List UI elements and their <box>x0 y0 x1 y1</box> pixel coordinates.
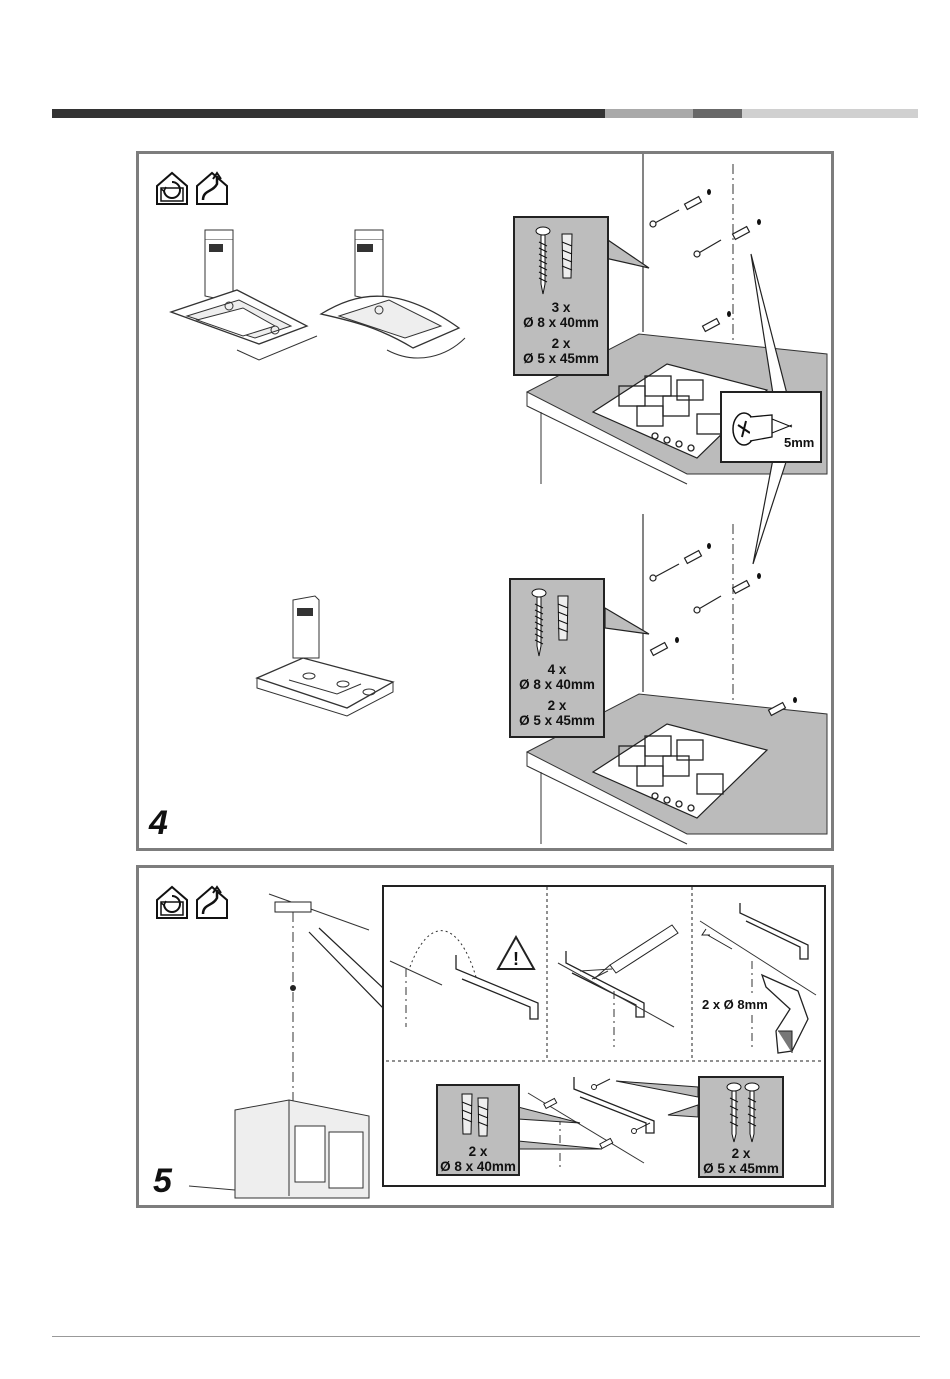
spec-bottom-qty-screws: 2 x <box>511 698 603 713</box>
drilling-detail <box>696 891 826 1061</box>
footer-rule <box>52 1336 920 1337</box>
screws-icon <box>724 1082 764 1144</box>
fixing-spec-box-bottom: 4 x Ø 8 x 40mm 2 x Ø 5 x 45mm <box>509 578 605 738</box>
spec-top-qty-screws: 2 x <box>515 336 607 351</box>
spec-top-size-screws: Ø 5 x 45mm <box>515 351 607 366</box>
screw-icon <box>531 588 547 658</box>
fixing-spec-plugs: 2 x Ø 8 x 40mm <box>436 1084 520 1176</box>
hood-illustration-glass-1 <box>167 226 317 366</box>
drill-label: 2 x Ø 8mm <box>702 997 768 1012</box>
header-bar-segment-mid <box>693 109 742 118</box>
spec-plugs-size: Ø 8 x 40mm <box>438 1159 518 1174</box>
spec-top-qty-plugs: 3 x <box>515 300 607 315</box>
spec-plugs-qty: 2 x <box>438 1144 518 1159</box>
spec-bottom-qty-plugs: 4 x <box>511 662 603 677</box>
header-bar-segment-pale <box>742 109 918 118</box>
spec-bottom-size-plugs: Ø 8 x 40mm <box>511 677 603 692</box>
spec-screws-qty: 2 x <box>700 1146 782 1161</box>
callout-pointer-top <box>605 234 665 274</box>
svg-text:!: ! <box>513 949 519 969</box>
wall-plugs-icon <box>458 1090 498 1140</box>
bracket-marking-detail <box>554 907 694 1057</box>
fixing-spec-box-top: 3 x Ø 8 x 40mm 2 x Ø 5 x 45mm <box>513 216 609 376</box>
hood-illustration-box <box>249 594 399 724</box>
screw-callout-pointer <box>608 1075 708 1125</box>
screw-gap-label: 5mm <box>784 435 814 450</box>
header-bar-segment-dark <box>52 109 605 118</box>
step-4-panel: 3 x Ø 8 x 40mm 2 x Ø 5 x 45mm 4 x Ø 8 x … <box>136 151 834 851</box>
callout-pointer-bottom <box>605 604 665 644</box>
screw-icon <box>535 226 551 296</box>
step-5-panel: ! 2 x Ø 8mm <box>136 865 834 1208</box>
bracket-detail-frame: ! 2 x Ø 8mm <box>382 885 826 1187</box>
spec-top-size-plugs: Ø 8 x 40mm <box>515 315 607 330</box>
step-number-5: 5 <box>153 1162 172 1201</box>
hood-illustration-glass-2 <box>317 226 467 366</box>
screw-depth-detail-box: 5mm <box>720 391 822 463</box>
wall-plug-icon <box>559 232 575 282</box>
fixing-spec-screws: 2 x Ø 5 x 45mm <box>698 1076 784 1178</box>
house-recirculation-icon <box>155 170 189 206</box>
spec-bottom-size-screws: Ø 5 x 45mm <box>511 713 603 728</box>
house-ducted-icon <box>195 170 229 206</box>
bracket-position-detail: ! <box>388 907 548 1057</box>
plug-callout-pointer <box>518 1097 618 1157</box>
wall-plug-icon <box>555 594 571 644</box>
spec-screws-size: Ø 5 x 45mm <box>700 1161 782 1176</box>
step-number-4: 4 <box>149 804 168 843</box>
header-bar-segment-light <box>605 109 693 118</box>
